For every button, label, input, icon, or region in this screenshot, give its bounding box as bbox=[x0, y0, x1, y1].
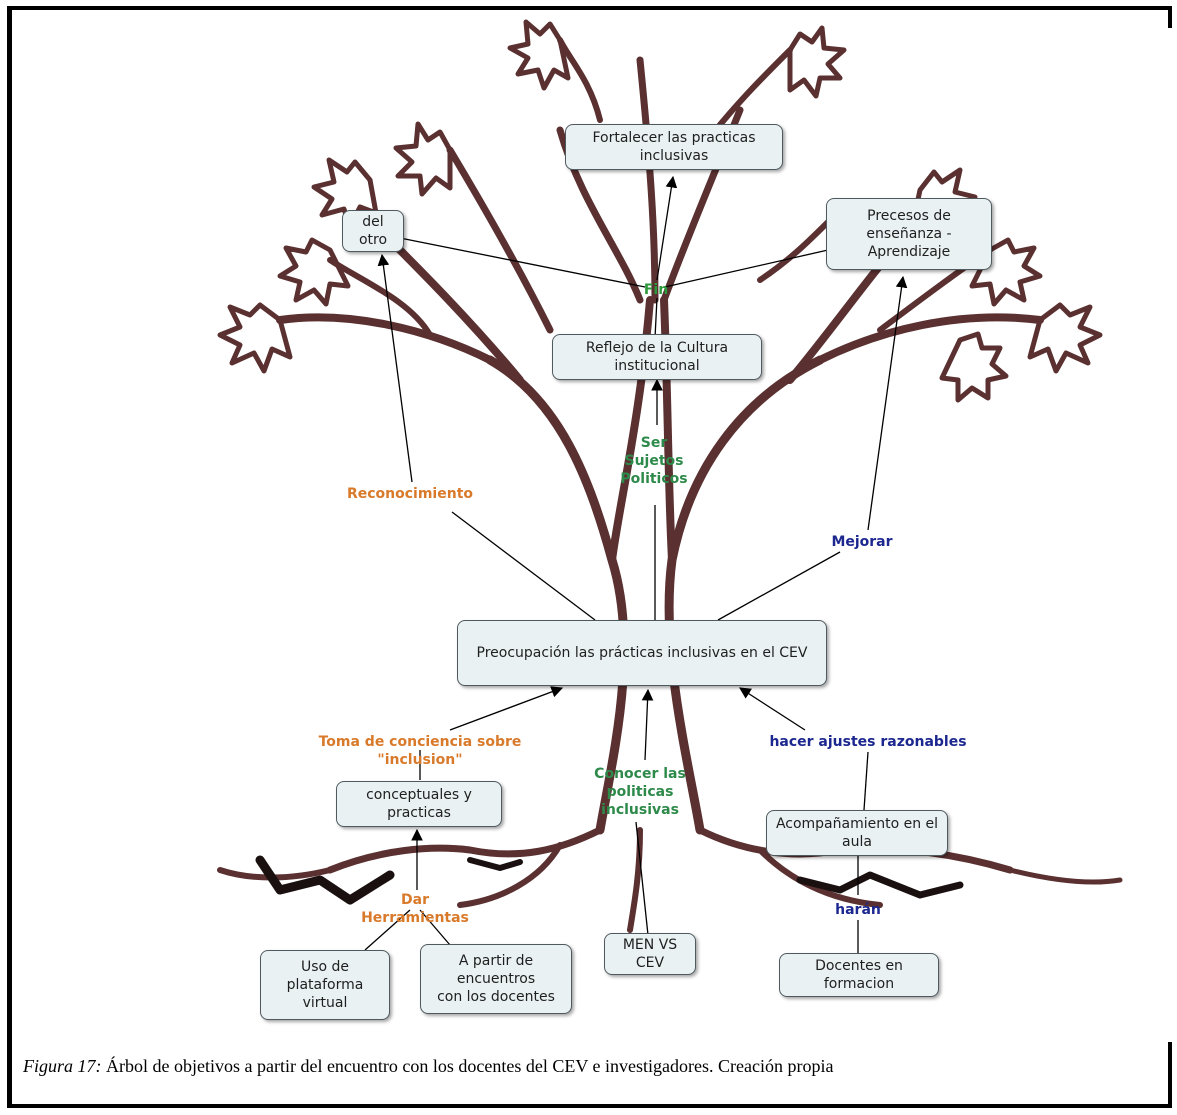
label-fin: Fin bbox=[643, 282, 669, 298]
connector-acompanamiento-ajustes bbox=[863, 751, 869, 811]
ground-scribble-right bbox=[796, 871, 964, 899]
node-acompanamiento-aula: Acompañamiento en el aula bbox=[766, 810, 948, 856]
label-reconocimiento: Reconocimiento bbox=[346, 486, 474, 502]
connector-fin-procesos bbox=[664, 249, 829, 288]
connector-encuentros-dar bbox=[419, 909, 451, 946]
node-fortalecer-practicas: Fortalecer las practicas inclusivas bbox=[565, 124, 783, 170]
branch-center-up bbox=[636, 56, 659, 304]
leaf-top-center bbox=[507, 19, 571, 91]
branch-right-major bbox=[816, 313, 1044, 364]
label-haran: harán bbox=[835, 902, 881, 918]
leaf-right-lower bbox=[939, 331, 1009, 403]
branch-left-top bbox=[446, 146, 554, 334]
node-docentes-formacion: Docentes en formacion bbox=[779, 953, 939, 997]
connectors bbox=[364, 175, 908, 955]
leaf-top-right bbox=[787, 25, 847, 99]
tree-trunk-right bbox=[664, 355, 825, 835]
frame-right-border-bottom bbox=[1168, 1042, 1172, 1108]
node-conceptuales-practicas: conceptuales y practicas bbox=[336, 781, 502, 827]
connector-men-conocer bbox=[635, 821, 649, 936]
connector-mejorar-procesos bbox=[867, 275, 908, 531]
connector-toma-preocupacion bbox=[449, 686, 564, 731]
node-preocupacion-cev: Preocupación las prácticas inclusivas en… bbox=[457, 620, 827, 686]
branch-top-mid bbox=[557, 37, 603, 123]
branch-right-small bbox=[757, 217, 833, 283]
node-men-vs-cev: MEN VS CEV bbox=[604, 933, 696, 975]
root-right-2 bbox=[757, 847, 883, 908]
leaf-left-top bbox=[311, 157, 379, 230]
node-procesos-ensenanza: Precesos de enseñanza - Aprendizaje bbox=[826, 198, 992, 270]
connector-preocupacion-reconocimiento bbox=[451, 511, 596, 621]
root-right-outer bbox=[1007, 867, 1123, 885]
node-reflejo-cultura: Reflejo de la Cultura institucional bbox=[552, 334, 762, 380]
ground-scribble-left bbox=[255, 855, 395, 905]
connector-reflejo-fin bbox=[654, 297, 658, 339]
label-dar-herramientas: Dar Herramientas bbox=[361, 892, 469, 926]
node-del-otro: del otro bbox=[342, 210, 404, 252]
caption-text: Árbol de objetivos a partir del encuentr… bbox=[101, 1056, 834, 1076]
frame-left-border bbox=[7, 6, 12, 1106]
leaf-left-mid bbox=[277, 237, 351, 307]
connector-uso-dar bbox=[364, 909, 411, 951]
caption-figure-label: Figura 17: bbox=[23, 1056, 102, 1076]
ground-scribble-center bbox=[467, 857, 523, 871]
frame-top-border bbox=[7, 6, 1172, 10]
figure-caption: Figura 17: Árbol de objetivos a partir d… bbox=[23, 1056, 1153, 1077]
frame-right-border-top bbox=[1168, 6, 1172, 28]
root-center bbox=[627, 827, 643, 933]
leaf-right-outer bbox=[1027, 302, 1103, 374]
frame-bottom-border bbox=[7, 1104, 1172, 1108]
label-hacer-ajustes: hacer ajustes razonables bbox=[769, 734, 967, 750]
leaf-top-left bbox=[393, 121, 453, 197]
label-mejorar: Mejorar bbox=[831, 534, 893, 550]
node-uso-plataforma: Uso de plataforma virtual bbox=[260, 950, 390, 1020]
root-left-2 bbox=[457, 842, 563, 908]
label-conocer-politicas: Conocer las politicas inclusivas bbox=[594, 766, 686, 818]
connector-preocupacion-mejorar bbox=[717, 551, 841, 621]
connector-delotro-fin bbox=[399, 237, 646, 288]
connector-ajustes-preocupacion bbox=[739, 687, 806, 731]
leaf-right-mid bbox=[969, 237, 1043, 307]
leaf-left-outer bbox=[217, 302, 293, 374]
node-encuentros-docentes: A partir de encuentros con los docentes bbox=[420, 944, 572, 1014]
label-toma-conciencia: Toma de conciencia sobre "inclusion" bbox=[318, 734, 522, 768]
connector-conocer-preocupacion bbox=[641, 688, 654, 761]
label-ser-sujetos-politicos: Ser Sujetos Politicos bbox=[620, 435, 688, 487]
connector-fin-fortalecer bbox=[656, 175, 678, 281]
branch-left-major bbox=[276, 313, 494, 364]
connector-reconocimiento-delotro bbox=[377, 253, 413, 483]
